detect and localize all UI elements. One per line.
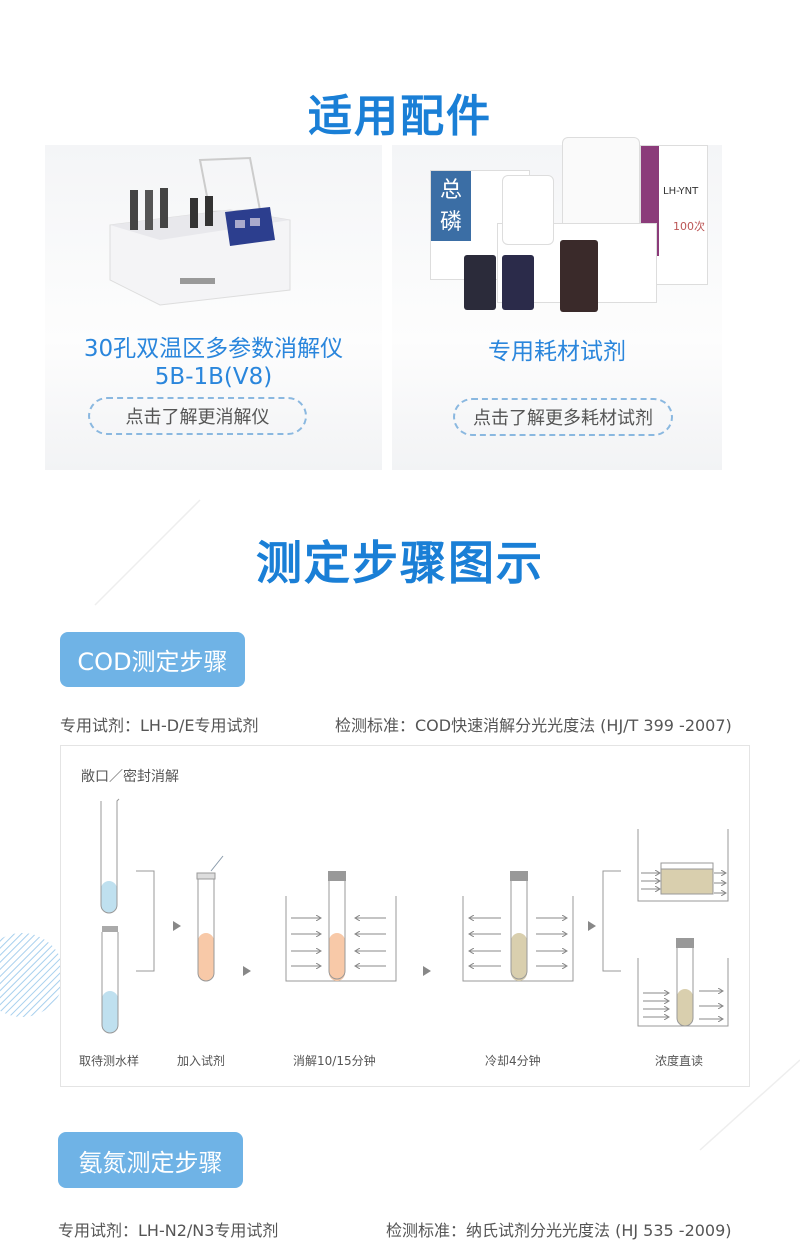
reagent-vial	[464, 255, 496, 310]
step-label: 消解10/15分钟	[293, 1054, 376, 1068]
digester-model: 5B-1B(V8)	[154, 364, 273, 390]
ammonia-standard: 检测标准：纳氏试剂分光光度法 (HJ 535 -2009)	[386, 1221, 732, 1240]
cod-steps-tab[interactable]: COD测定步骤	[60, 632, 245, 687]
reagent-vial	[502, 255, 534, 310]
accessory-card-digester[interactable]: 30孔双温区多参数消解仪 5B-1B(V8) 点击了解更消解仪	[45, 145, 382, 470]
step-label: 加入试剂	[177, 1054, 226, 1068]
ammonia-reagent: 专用试剂：LH-N2/N3专用试剂	[58, 1221, 279, 1240]
reagents-name: 专用耗材试剂	[488, 339, 626, 365]
learn-more-digester-button[interactable]: 点击了解更消解仪	[88, 397, 307, 435]
accessories-title: 适用配件	[308, 91, 492, 142]
reagent-vial	[560, 240, 598, 312]
learn-more-reagents-button[interactable]: 点击了解更多耗材试剂	[453, 398, 673, 436]
ammonia-steps-tab[interactable]: 氨氮测定步骤	[58, 1132, 243, 1188]
reagent-bottle	[502, 175, 554, 245]
box-label: 100次	[673, 220, 705, 233]
step-label: 取待测水样	[79, 1054, 140, 1068]
diagram-title: 敞口／密封消解	[81, 769, 179, 785]
box-label: 总	[439, 178, 462, 203]
step-label: 冷却4分钟	[485, 1054, 541, 1068]
step-label: 浓度直读	[655, 1054, 704, 1068]
accessory-card-reagents[interactable]: 总 磷 LH-YNT 100次 专用耗材试剂 点击了解更多耗材试剂	[392, 137, 722, 470]
digester-image	[109, 156, 291, 306]
box-label: LH-YNT	[663, 186, 699, 197]
steps-title: 测定步骤图示	[256, 536, 544, 590]
digester-name: 30孔双温区多参数消解仪	[83, 336, 344, 362]
cod-process-illustration	[100, 798, 729, 1034]
cod-steps-diagram: 敞口／密封消解	[60, 745, 750, 1087]
cod-standard: 检测标准：COD快速消解分光光度法 (HJ/T 399 -2007)	[335, 716, 732, 735]
box-label: 磷	[439, 210, 462, 235]
cod-reagent: 专用试剂：LH-D/E专用试剂	[60, 716, 259, 735]
